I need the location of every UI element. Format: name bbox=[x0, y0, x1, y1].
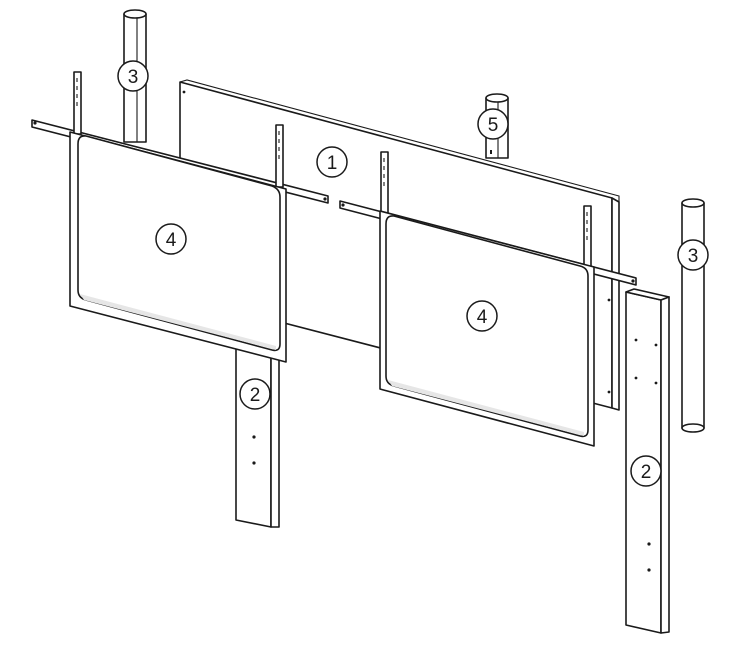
callout-5: 5 bbox=[477, 108, 509, 140]
callout-2-left-label: 2 bbox=[250, 385, 261, 406]
callout-5-label: 5 bbox=[488, 115, 499, 136]
callout-4-left-label: 4 bbox=[166, 230, 177, 251]
callout-3-right-label: 3 bbox=[688, 246, 699, 267]
callout-2-left: 2 bbox=[239, 378, 271, 410]
callout-3-right: 3 bbox=[677, 239, 709, 271]
callout-2-right: 2 bbox=[630, 455, 662, 487]
callout-4-right: 4 bbox=[466, 300, 498, 332]
post-right bbox=[681, 198, 705, 433]
callout-2-right-label: 2 bbox=[641, 462, 652, 483]
callout-1: 1 bbox=[316, 146, 348, 178]
callout-1-label: 1 bbox=[327, 153, 338, 174]
leg-left bbox=[235, 344, 280, 528]
callout-4-left: 4 bbox=[155, 223, 187, 255]
callout-3-left-label: 3 bbox=[128, 67, 139, 88]
frame-right bbox=[339, 151, 637, 447]
callout-4-right-label: 4 bbox=[477, 307, 488, 328]
callout-3-left: 3 bbox=[117, 60, 149, 92]
